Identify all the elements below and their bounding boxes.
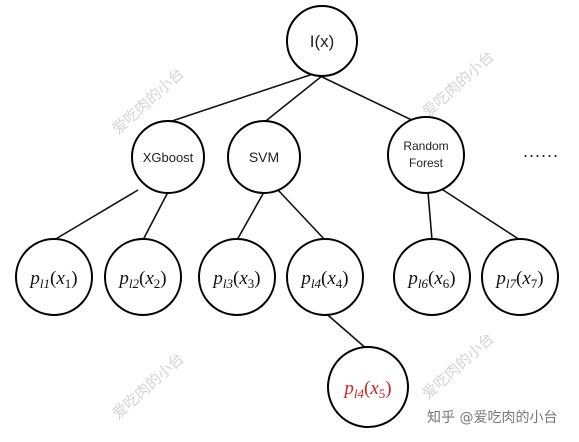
edge-xgboost-leaf2 — [142, 191, 169, 241]
leaf-node-4 — [286, 238, 364, 316]
leaf-node-6 — [393, 238, 471, 316]
edge-root-svm — [261, 75, 323, 125]
node-xgboost: XGboost — [131, 120, 205, 194]
leaf-label-1: pl1(x1) — [28, 268, 77, 291]
watermarks: 爱吃肉的小台 爱吃肉的小台 爱吃肉的小台 爱吃肉的小台 — [109, 47, 498, 423]
edge-root-xgboost — [159, 73, 314, 126]
node-root-label: I(x) — [310, 32, 335, 51]
edge-svm-leaf4 — [277, 189, 326, 241]
node-svm-label: SVM — [249, 149, 279, 165]
node-random-forest-label-line1: Random — [403, 139, 448, 153]
leaf-node-5-highlighted — [327, 346, 409, 428]
leaf-node-1 — [15, 238, 93, 316]
edge-leaf4-leaf5 — [321, 309, 369, 351]
leaf-label-2: pl2(x2) — [117, 268, 166, 291]
edge-randomforest-leaf6 — [427, 191, 433, 241]
node-random-forest-label-line2: Forest — [409, 156, 444, 170]
leaf-label-7: pl4(x5) — [342, 378, 391, 401]
leaf-node-2 — [104, 238, 182, 316]
watermark-text: 爱吃肉的小台 — [419, 47, 498, 121]
leaf-label-3: pl3(x3) — [211, 268, 260, 291]
edge-randomforest-leaf7 — [439, 187, 521, 241]
leaf-node-7 — [481, 238, 559, 316]
node-svm: SVM — [227, 120, 301, 194]
edges — [53, 73, 521, 351]
watermark-text: 爱吃肉的小台 — [109, 349, 188, 423]
edge-root-randomforest — [319, 75, 421, 125]
more-models-ellipsis: ...... — [523, 141, 559, 161]
watermark-text: 爱吃肉的小台 — [419, 329, 498, 403]
leaf-node-3 — [198, 238, 276, 316]
node-root: I(x) — [286, 5, 358, 77]
leaf-label-4: pl4(x4) — [299, 268, 348, 291]
edge-xgboost-leaf1 — [53, 189, 139, 241]
node-xgboost-label: XGboost — [143, 150, 194, 165]
leaf-labels: pl1(x1) pl2(x2) pl3(x3) pl4(x4) pl6(x6) pl7(x… — [28, 268, 543, 401]
edge-svm-leaf3 — [236, 191, 265, 241]
source-credit: 知乎 @爱吃肉的小台 — [427, 409, 557, 426]
node-random-forest: Random Forest — [387, 116, 465, 194]
leaf-label-6: pl7(x7) — [494, 268, 543, 291]
leaf-label-5: pl6(x6) — [406, 268, 455, 291]
